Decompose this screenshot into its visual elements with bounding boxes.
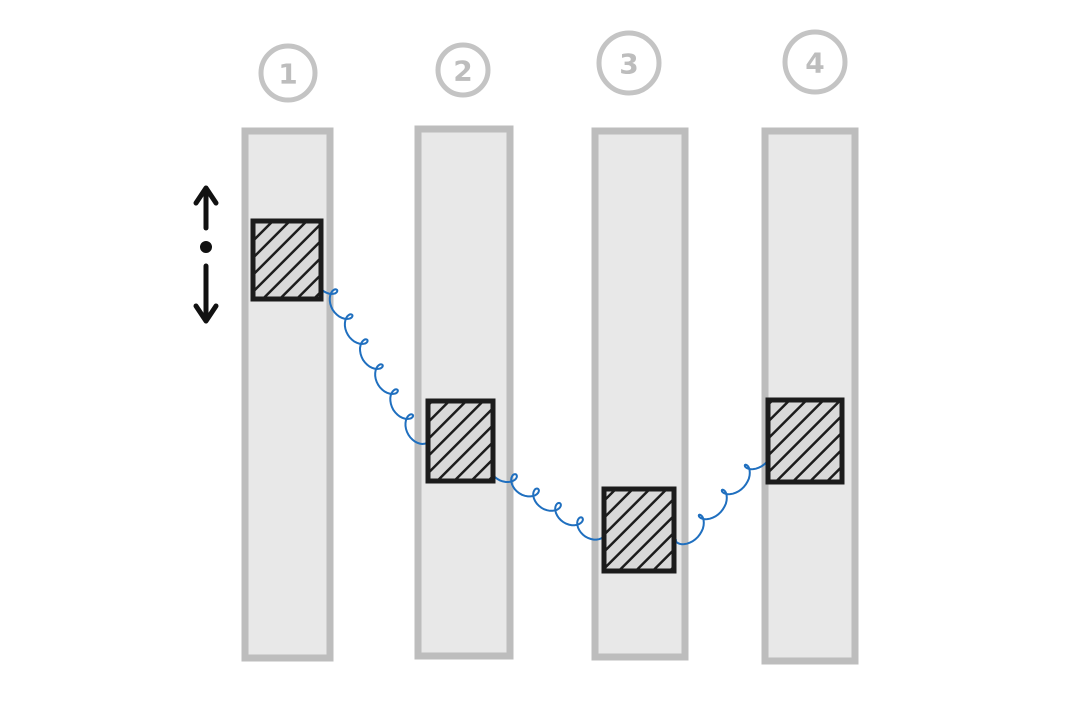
slider-tracks bbox=[241, 125, 859, 665]
arrow-dot bbox=[200, 241, 212, 253]
up-down-arrow-icon bbox=[193, 185, 219, 324]
slider-track-2[interactable] bbox=[414, 125, 514, 660]
spring-connector-1-2 bbox=[313, 263, 430, 446]
label-2: 2 bbox=[435, 42, 491, 98]
label-circle bbox=[596, 30, 662, 96]
slider-track-4[interactable] bbox=[761, 127, 859, 665]
label-number: 1 bbox=[278, 58, 297, 91]
label-3: 3 bbox=[596, 30, 662, 96]
label-number: 4 bbox=[805, 47, 824, 80]
label-circle bbox=[782, 29, 848, 95]
label-circle bbox=[258, 43, 318, 103]
label-number: 2 bbox=[453, 55, 472, 88]
slider-handle-2[interactable] bbox=[425, 398, 496, 484]
slider-track-3[interactable] bbox=[591, 127, 689, 661]
label-4: 4 bbox=[782, 29, 848, 95]
label-circle bbox=[435, 42, 491, 98]
spring-connector-2-3 bbox=[488, 458, 606, 541]
slider-handle-1[interactable] bbox=[250, 218, 324, 302]
slider-handle-4[interactable] bbox=[765, 397, 845, 485]
slider-handles bbox=[250, 218, 845, 574]
slider-handle-3[interactable] bbox=[601, 486, 677, 574]
spring-connector-3-4 bbox=[674, 438, 774, 546]
label-number: 3 bbox=[619, 48, 638, 81]
arrow-down-head bbox=[193, 303, 219, 324]
slider-track-1[interactable] bbox=[241, 127, 334, 662]
springs bbox=[313, 263, 774, 546]
arrow-up-head bbox=[193, 185, 219, 206]
label-1: 1 bbox=[258, 43, 318, 103]
